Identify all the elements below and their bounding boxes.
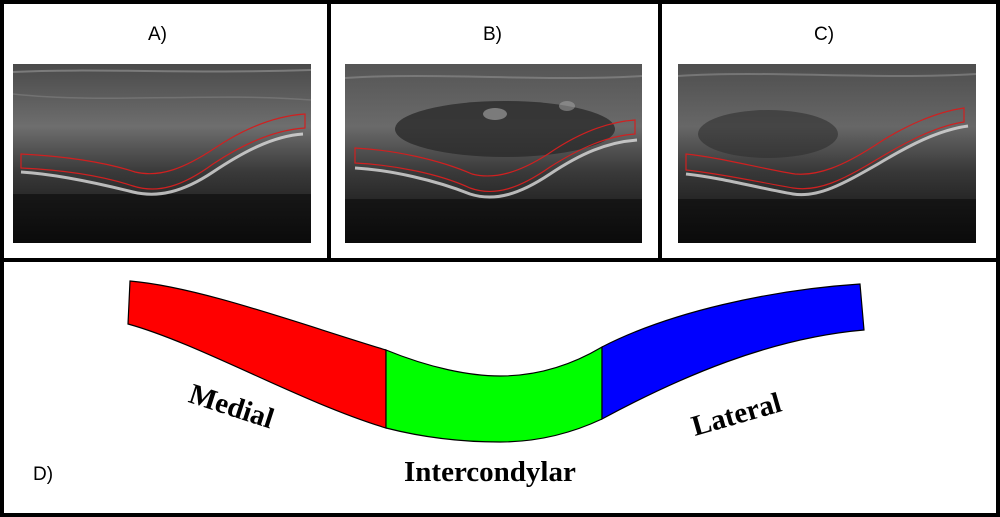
ultrasound-image-c <box>678 64 976 243</box>
panel-b-label: B) <box>483 24 502 45</box>
ultrasound-image-b <box>345 64 642 243</box>
panel-a-label: A) <box>148 24 167 45</box>
panel-d-label: D) <box>33 464 54 485</box>
intercondylar-label: Intercondylar <box>404 456 576 488</box>
lateral-region <box>601 283 865 421</box>
intercondylar-region <box>385 345 603 443</box>
panel-c-label: C) <box>814 24 835 45</box>
cartilage-region-band <box>127 280 865 443</box>
divider-ab <box>327 0 331 262</box>
ultrasound-image-a <box>13 64 311 243</box>
divider-bc <box>658 0 662 262</box>
divider-top-bottom <box>0 258 1000 262</box>
